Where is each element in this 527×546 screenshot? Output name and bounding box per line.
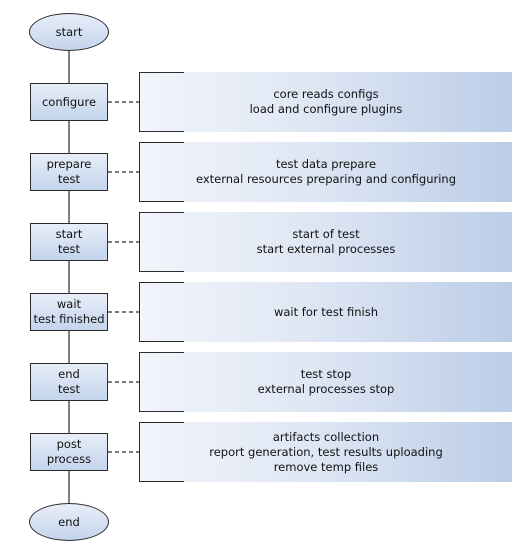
annotation-text: external processes stop: [257, 382, 395, 396]
process-step-label: prepare: [46, 157, 92, 171]
annotation-text: start external processes: [256, 242, 396, 256]
annotation-text: test stop: [300, 367, 352, 381]
start-label: start: [55, 24, 83, 39]
annotation-text: start of test: [292, 227, 360, 241]
process-step-label: start: [55, 227, 83, 241]
process-step-label: end: [58, 367, 80, 381]
process-step-box: configure: [30, 83, 108, 121]
annotation-text: test data prepare: [275, 157, 377, 171]
process-step-label: test finished: [33, 312, 105, 326]
annotation-text: report generation, test results uploadin…: [209, 444, 443, 459]
annotation-text: load and configure plugins: [249, 102, 403, 116]
annotation-bracket: [139, 142, 184, 202]
annotation-text: remove temp files: [273, 459, 379, 474]
step-annotation: wait for test finish: [140, 282, 512, 342]
annotation-bracket: [139, 72, 184, 132]
end-terminal: end: [29, 503, 109, 541]
annotation-bracket: [139, 282, 184, 342]
annotation-text: wait for test finish: [273, 304, 379, 319]
annotation-bracket: [139, 352, 184, 412]
start-terminal: start: [29, 13, 109, 51]
annotation-text: artifacts collection: [272, 429, 380, 444]
process-step-label: configure: [41, 94, 97, 109]
end-label: end: [58, 514, 80, 529]
process-step-label: post: [56, 437, 82, 451]
annotation-bracket: [139, 212, 184, 272]
annotation-text: external resources preparing and configu…: [195, 172, 456, 186]
process-step-label: process: [46, 452, 92, 466]
process-step-label: test: [57, 242, 81, 256]
process-step-label: wait: [56, 297, 82, 311]
annotation-bracket: [139, 422, 184, 482]
annotation-text: core reads configs: [273, 87, 379, 101]
process-step-label: test: [57, 172, 81, 186]
process-step-label: test: [57, 382, 81, 396]
